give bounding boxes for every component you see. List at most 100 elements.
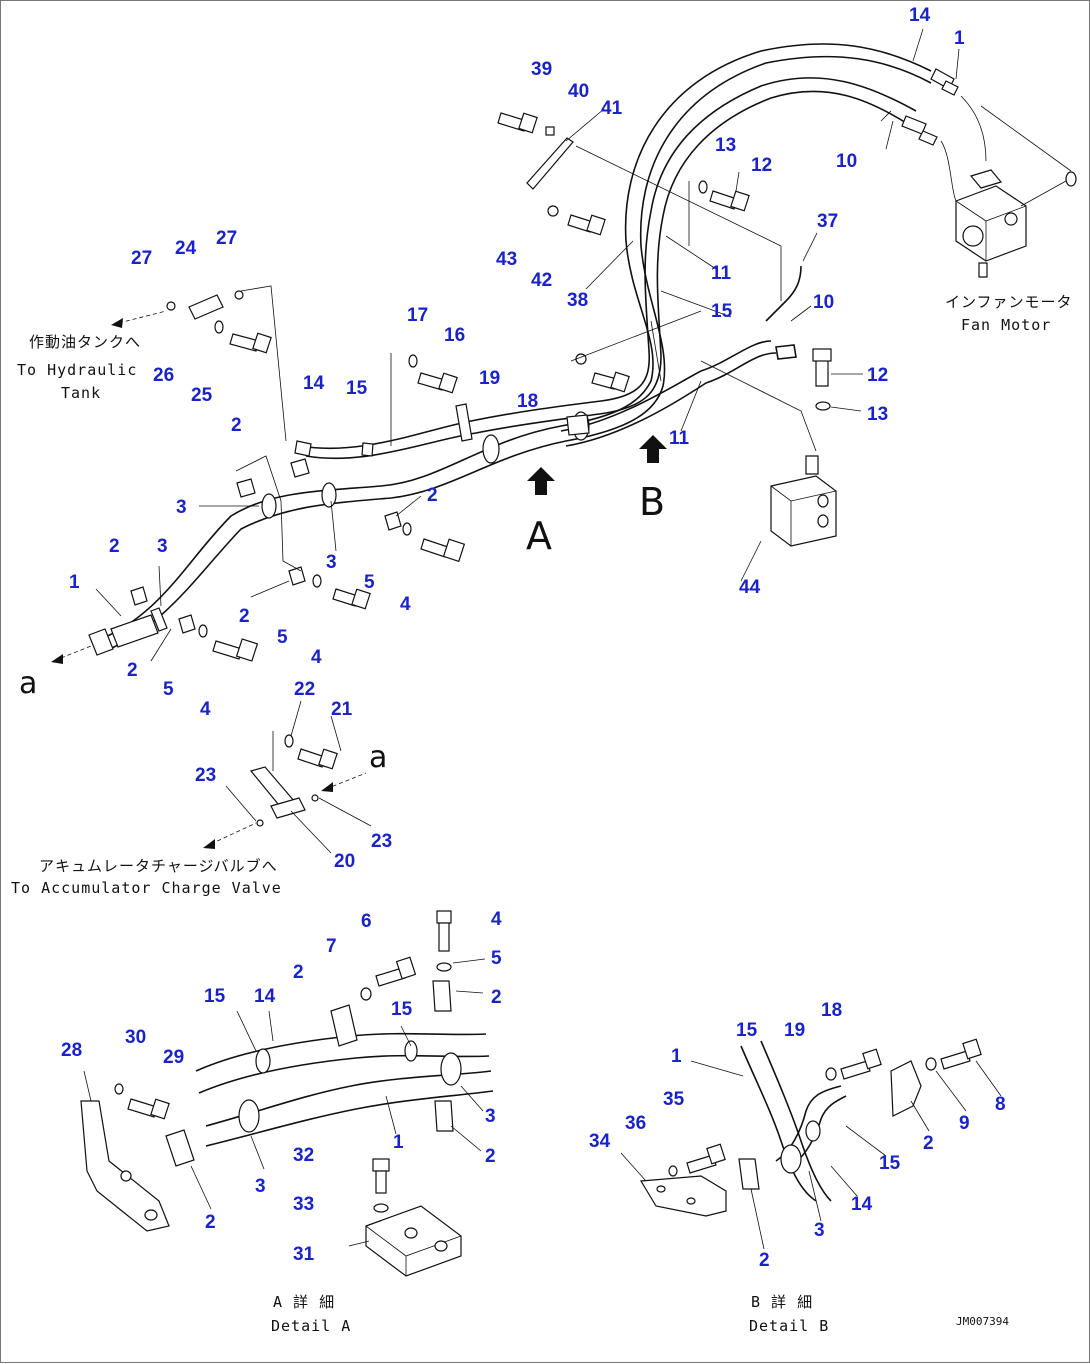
- callout-3: 3: [157, 536, 168, 557]
- callout-6: 6: [361, 911, 372, 932]
- callout-3: 3: [326, 552, 337, 573]
- callout-2: 2: [491, 987, 502, 1008]
- callout-41: 41: [601, 98, 623, 119]
- callout-38: 38: [567, 290, 588, 311]
- hydraulic-tank-label-en-1: To Hydraulic: [17, 361, 137, 379]
- callout-34: 34: [589, 1131, 611, 1152]
- callout-43: 43: [496, 249, 517, 270]
- callout-10: 10: [813, 292, 834, 313]
- callout-20: 20: [334, 851, 355, 872]
- callout-2: 2: [205, 1212, 216, 1233]
- view-b-label: B: [639, 480, 665, 524]
- callout-3: 3: [814, 1220, 825, 1241]
- callout-14: 14: [909, 5, 931, 26]
- callout-2: 2: [923, 1133, 934, 1154]
- callout-1: 1: [69, 572, 80, 593]
- accumulator-label-jp: アキュムレータチャージバルブへ: [39, 857, 278, 875]
- callout-2: 2: [109, 536, 120, 557]
- callout-2: 2: [127, 660, 138, 681]
- callout-3: 3: [255, 1176, 266, 1197]
- callout-numbers: 14 1 39 40 41 13 12 10 27 24 27 43 42 38…: [61, 5, 1006, 1271]
- bolt-group-4: [198, 522, 466, 662]
- detail-a-title-jp: A 詳 細: [273, 1293, 335, 1311]
- callout-1: 1: [954, 28, 965, 49]
- callout-15: 15: [204, 986, 226, 1007]
- callout-27: 27: [131, 248, 152, 269]
- callout-15: 15: [736, 1020, 758, 1041]
- callout-42: 42: [531, 270, 552, 291]
- callout-24: 24: [175, 238, 197, 259]
- detail-b-drawing: [639, 1038, 982, 1217]
- callout-30: 30: [125, 1027, 146, 1048]
- callout-1: 1: [671, 1046, 682, 1067]
- callout-36: 36: [625, 1113, 646, 1134]
- detail-a-drawing: [80, 910, 494, 1277]
- reference-a-label: a: [369, 740, 387, 775]
- view-a-label: A: [526, 514, 552, 558]
- callout-2: 2: [485, 1146, 496, 1167]
- detail-b-title-jp: B 詳 細: [751, 1293, 813, 1311]
- callout-4: 4: [400, 594, 411, 615]
- callout-15: 15: [346, 378, 368, 399]
- callout-23: 23: [195, 765, 216, 786]
- callout-5: 5: [163, 679, 174, 700]
- flow-arrows: [51, 310, 367, 849]
- fan-motor-label-jp: インファンモータ: [945, 293, 1073, 311]
- callout-26: 26: [153, 365, 174, 386]
- callout-3: 3: [485, 1106, 496, 1127]
- callout-25: 25: [191, 385, 213, 406]
- callout-19: 19: [479, 368, 500, 389]
- callout-28: 28: [61, 1040, 82, 1061]
- callout-2: 2: [427, 485, 438, 506]
- hydraulic-tank-label-jp: 作動油タンクへ: [29, 333, 141, 351]
- detail-b-title-en: Detail B: [749, 1317, 829, 1335]
- callout-16: 16: [444, 325, 465, 346]
- callout-9: 9: [959, 1113, 970, 1134]
- accumulator-label-en: To Accumulator Charge Valve: [11, 879, 282, 897]
- callout-4: 4: [491, 909, 502, 930]
- callout-12: 12: [751, 155, 772, 176]
- callout-40: 40: [568, 81, 589, 102]
- callout-13: 13: [867, 404, 888, 425]
- callout-15: 15: [879, 1153, 901, 1174]
- callout-2: 2: [759, 1250, 770, 1271]
- callout-15: 15: [711, 301, 733, 322]
- block-44: [770, 455, 837, 547]
- callout-39: 39: [531, 59, 552, 80]
- hydraulic-tank-label-en-2: Tank: [61, 384, 101, 402]
- callout-37: 37: [817, 211, 838, 232]
- callout-17: 17: [407, 305, 428, 326]
- callout-35: 35: [663, 1089, 685, 1110]
- callout-10: 10: [836, 151, 857, 172]
- callout-14: 14: [254, 986, 276, 1007]
- fan-motor-label-en: Fan Motor: [961, 316, 1051, 334]
- callout-7: 7: [326, 936, 337, 957]
- drawing-code: JM007394: [956, 1315, 1009, 1328]
- callout-11: 11: [711, 263, 732, 284]
- bracket-20-assembly: [249, 731, 338, 827]
- callout-18: 18: [517, 391, 538, 412]
- callout-5: 5: [277, 627, 288, 648]
- callout-4: 4: [200, 699, 211, 720]
- callout-19: 19: [784, 1020, 805, 1041]
- callout-27: 27: [216, 228, 237, 249]
- fan-motor-assembly: [955, 169, 1077, 278]
- callout-22: 22: [294, 679, 315, 700]
- view-a-arrow-icon: [527, 467, 555, 495]
- callout-14: 14: [851, 1194, 873, 1215]
- main-hose-assembly: [88, 43, 1077, 662]
- callout-12: 12: [867, 365, 888, 386]
- reference-a-label: a: [19, 666, 37, 701]
- callout-33: 33: [293, 1194, 314, 1215]
- callout-14: 14: [303, 373, 325, 394]
- callout-leaders: [83, 28, 1002, 1250]
- leader-lines: [235, 105, 1072, 582]
- callout-23: 23: [371, 831, 392, 852]
- callout-4: 4: [311, 647, 322, 668]
- callout-1: 1: [393, 1132, 404, 1153]
- callout-31: 31: [293, 1244, 315, 1265]
- callout-2: 2: [231, 415, 242, 436]
- detail-a-title-en: Detail A: [271, 1317, 351, 1335]
